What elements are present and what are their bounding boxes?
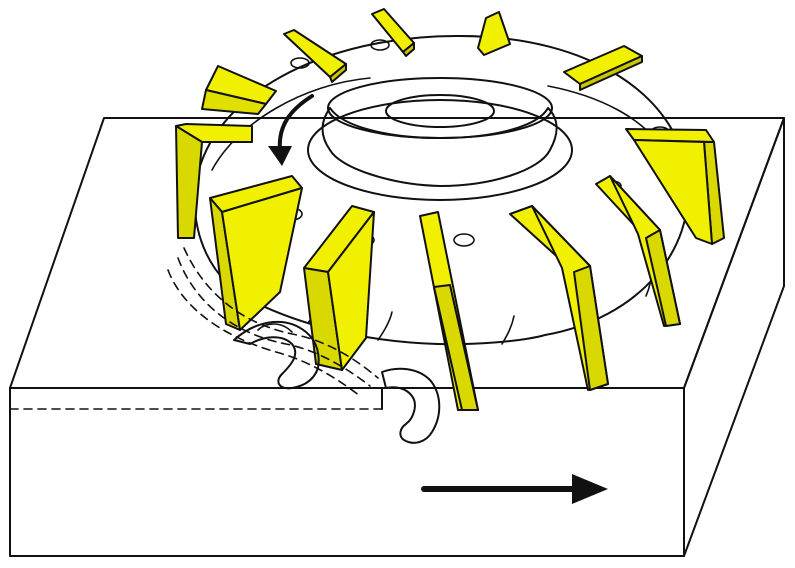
- chip-path-2: [177, 257, 371, 387]
- tooth-right-1-face: [633, 139, 713, 245]
- cutter-gullet-3: [377, 311, 393, 341]
- feed-arrow-group: [421, 474, 608, 504]
- tooth-front-3-side: [573, 265, 609, 391]
- hub-base-ring: [307, 99, 573, 201]
- bolt-hole-3: [453, 233, 475, 247]
- workpiece-front-face: [9, 387, 685, 557]
- tooth-front-4-side: [645, 229, 681, 327]
- cutter-teeth: [175, 8, 725, 411]
- rotation-arrow-group: [268, 94, 314, 166]
- cutter-upper-flute-arc: [211, 77, 371, 171]
- tooth-front-2-shade: [433, 284, 479, 411]
- workpiece-side-face: [683, 117, 785, 557]
- tooth-top-3-edge: [329, 63, 347, 83]
- tooth-top-2: [477, 11, 511, 56]
- hub-side-wall: [321, 107, 558, 187]
- chip-left-serration: [257, 323, 293, 333]
- bolt-hole-5: [370, 39, 390, 51]
- cutter-hub: [307, 77, 573, 201]
- tooth-top-5-side: [201, 89, 267, 115]
- cutter-gullet-4: [501, 315, 515, 345]
- chip-right: [381, 367, 441, 444]
- tooth-top-1: [371, 8, 415, 53]
- curved-arrow-head: [268, 146, 292, 166]
- chip-left: [233, 320, 320, 390]
- chips: [167, 247, 441, 444]
- hub-bore: [385, 94, 495, 128]
- chip-path-1: [167, 269, 361, 397]
- tooth-top-4-edge: [579, 55, 643, 91]
- hub-top-face: [327, 77, 553, 139]
- tooth-left-1-side: [175, 125, 203, 239]
- chip-path-3: [183, 247, 379, 379]
- tooth-left-2-face: [221, 187, 303, 331]
- tooth-front-1-face: [327, 211, 375, 371]
- curved-arrow-icon: [277, 94, 314, 152]
- bolt-hole-6: [290, 57, 310, 69]
- tooth-top-1-edge: [402, 42, 415, 57]
- right-arrow-head: [572, 474, 608, 504]
